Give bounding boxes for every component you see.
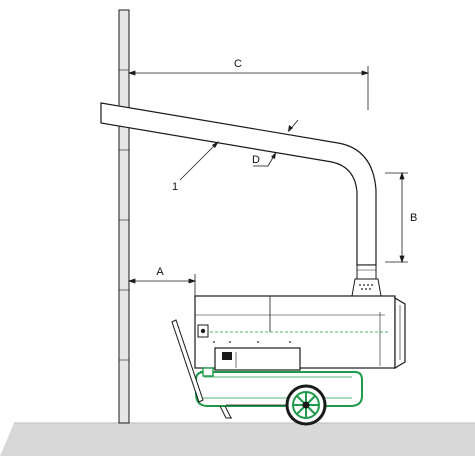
wall bbox=[118, 9, 130, 424]
leader-arrow-1 bbox=[212, 141, 219, 148]
flue-outlet bbox=[351, 278, 382, 297]
label-b: B bbox=[410, 212, 417, 224]
dimension-a bbox=[127, 274, 197, 298]
dimension-b bbox=[385, 171, 408, 264]
floor bbox=[0, 423, 475, 456]
leader-arrow-top bbox=[288, 125, 293, 132]
label-item-1: 1 bbox=[172, 181, 178, 193]
wheel bbox=[285, 384, 327, 426]
label-d: D bbox=[252, 154, 260, 166]
label-c: C bbox=[234, 58, 242, 70]
leader-arrow-d bbox=[271, 152, 276, 159]
outlet-vents bbox=[359, 284, 373, 290]
flue-pipe bbox=[100, 102, 377, 266]
label-a: A bbox=[156, 266, 164, 278]
dimension-c bbox=[127, 66, 370, 110]
heater-body bbox=[194, 295, 406, 371]
pipe-collar bbox=[356, 264, 377, 280]
fuel-tank bbox=[195, 367, 363, 407]
